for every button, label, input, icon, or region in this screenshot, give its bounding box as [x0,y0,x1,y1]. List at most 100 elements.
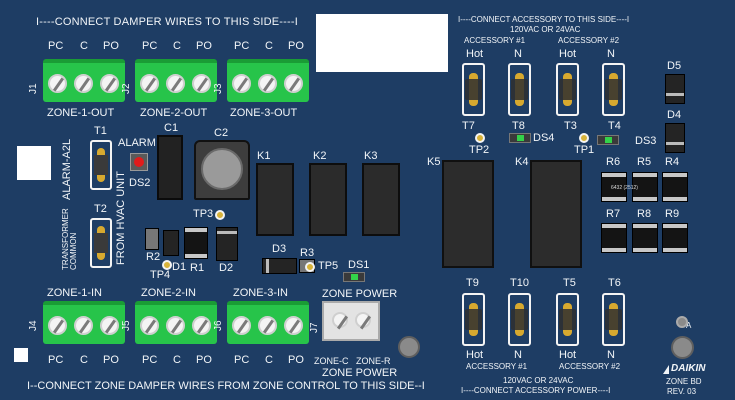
screw-icon[interactable] [232,316,251,335]
terminal-t9[interactable] [462,293,485,346]
terminal-t7[interactable] [462,63,485,116]
terminal-t2[interactable] [90,218,112,268]
c2-label: C2 [214,127,229,139]
tp3-label: TP3 [193,208,214,220]
test-point-tp4[interactable] [162,260,172,270]
screw-icon[interactable] [258,74,277,93]
j3-pin-po: PO [288,40,304,52]
board-name: ZONE BD [666,377,702,386]
relay-k2 [309,163,347,236]
terminal-t10[interactable] [508,293,531,346]
alarm-a2l-label: ALARM-A2L [61,138,73,200]
terminal-block-j4[interactable] [43,301,125,344]
screw-icon[interactable] [284,74,303,93]
j4-pin-po: PO [103,354,119,366]
r7-label: R7 [606,208,621,220]
test-point-tp3[interactable] [215,210,225,220]
diode-d3 [262,258,297,274]
j6-ref: J6 [213,320,224,331]
terminal-block-j1[interactable] [43,59,125,102]
terminal-block-j5[interactable] [135,301,217,344]
j1-ref: J1 [28,83,39,94]
screw-icon[interactable] [332,312,348,328]
j5-pin-po: PO [196,354,212,366]
j4-pin-pc: PC [48,354,64,366]
screw-icon[interactable] [140,316,159,335]
screw-icon[interactable] [100,74,119,93]
acc-bottom-banner: I----CONNECT ACCESSORY POWER----I [461,386,611,395]
d4-label: D4 [667,109,682,121]
test-point-tp1[interactable] [579,133,589,143]
screw-icon[interactable] [232,74,251,93]
zone-power-title: ZONE POWER [322,288,398,300]
screw-icon[interactable] [192,74,211,93]
brand-logo: DAIKIN [663,364,705,374]
from-hvac-label: FROM HVAC UNIT [115,171,127,265]
acc1-hot-label: Hot [466,48,484,60]
screw-icon[interactable] [74,74,93,93]
j4-pin-c: C [80,354,88,366]
screw-icon[interactable] [355,312,371,328]
t8-label: T8 [512,120,525,132]
screw-icon[interactable] [284,316,303,335]
terminal-block-j2[interactable] [135,59,217,102]
acc1-n-label: N [514,48,522,60]
terminal-block-j3[interactable] [227,59,309,102]
component-r2-body [145,228,159,250]
screw-icon[interactable] [192,316,211,335]
resistor-r8 [632,223,658,253]
k3-label: K3 [364,150,378,162]
zone-c-label: ZONE-C [314,356,349,366]
resistor-code: 6432 (2512) [611,185,638,191]
d2-label: D2 [219,262,234,274]
screw-icon[interactable] [140,74,159,93]
terminal-t1[interactable] [90,140,112,190]
red-led-icon [134,157,144,167]
acc-top-voltage: 120VAC OR 24VAC [510,25,581,34]
j1-pin-po: PO [103,40,119,52]
screw-icon[interactable] [258,316,277,335]
tp2-label: TP2 [469,144,490,156]
j5-pin-c: C [173,354,181,366]
d1-label: D1 [172,261,187,273]
green-led-icon [351,274,358,280]
ds1-label: DS1 [348,259,370,271]
mounting-hole [671,336,694,359]
tp1-label: TP1 [574,144,595,156]
terminal-t8[interactable] [508,63,531,116]
diode-band-icon [266,259,269,273]
screw-icon[interactable] [166,74,185,93]
zone-r-label: ZONE-R [356,356,391,366]
accessory-1b-title: ACCESSORY #1 [466,362,528,371]
zone-power-connector[interactable] [322,301,380,341]
screw-icon[interactable] [166,316,185,335]
diode-band-icon [217,231,237,234]
r8-label: R8 [637,208,652,220]
j5-ref: J5 [121,320,132,331]
k4-label: K4 [515,156,529,168]
resistor-r7 [601,223,627,253]
t1-label: T1 [94,125,107,137]
board-revision: REV. 03 [667,387,697,396]
relay-k1 [256,163,294,236]
terminal-block-j6[interactable] [227,301,309,344]
screw-icon[interactable] [74,316,93,335]
corner-mark: A [686,321,692,330]
capacitor-c1 [157,135,183,200]
screw-icon[interactable] [100,316,119,335]
test-point-tp2[interactable] [475,133,485,143]
t5-label: T5 [563,277,576,289]
test-point-tp5[interactable] [305,262,315,272]
mounting-hole [398,336,420,358]
bottom-banner: I--CONNECT ZONE DAMPER WIRES FROM ZONE C… [27,380,425,392]
terminal-t6[interactable] [602,293,625,346]
terminal-t4[interactable] [602,63,625,116]
alarm-led [130,153,148,171]
screw-icon[interactable] [48,316,67,335]
screw-icon[interactable] [48,74,67,93]
terminal-t3[interactable] [556,63,579,116]
d5-label: D5 [667,60,682,72]
capacitor-c2 [194,140,250,200]
j2-pin-c: C [173,40,181,52]
terminal-t5[interactable] [556,293,579,346]
